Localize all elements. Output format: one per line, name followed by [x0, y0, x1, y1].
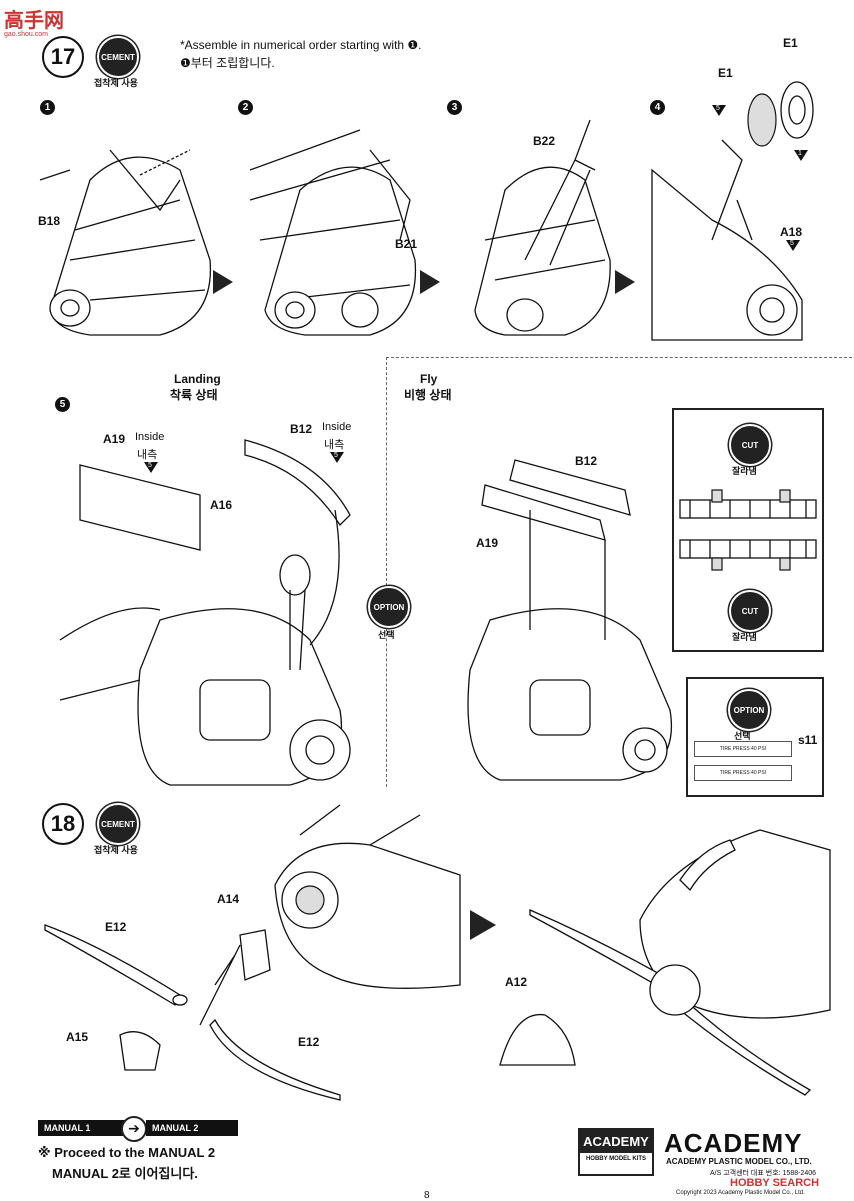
decal-strip-2-text: TIRE PRESS 40 PSI: [719, 770, 767, 776]
cut-badge-2: CUT: [729, 590, 771, 632]
num-tri-a18-text: 5: [790, 240, 794, 247]
brand-box-name: ACADEMY: [580, 1130, 652, 1153]
page-number: 8: [424, 1190, 430, 1201]
copyright: Copyright 2023 Academy Plastic Model Co.…: [676, 1190, 805, 1196]
propeller-assembly-drawing: [44, 804, 461, 1101]
brand-box-sub: HOBBY MODEL KITS: [585, 1156, 647, 1162]
nacelle-drawing-2: [249, 129, 417, 336]
step-arrow-2: [420, 270, 440, 294]
decal-option-panel: OPTION 선택 s11 TIRE PRESS 40 PSI TIRE PRE…: [686, 677, 824, 797]
inside-ko-b12: 내측: [324, 439, 345, 451]
part-a15: A15: [66, 1030, 89, 1044]
watermark-main: 高手网: [4, 10, 64, 32]
cement-badge-18: CEMENT: [97, 803, 139, 845]
section-divider: [386, 357, 852, 358]
step-17-number: 17: [42, 36, 84, 78]
service-line: A/S 고객센터 대표 번호: 1588-2406: [710, 1170, 817, 1177]
num-tri-e1-left: 5: [712, 105, 726, 116]
part-e12-top: E12: [105, 920, 127, 934]
instruction-en: *Assemble in numerical order starting wi…: [180, 38, 422, 52]
num-tri-b12: 5: [330, 452, 344, 463]
cut-panel: CUT 잘라냄 CUT 잘라냄: [672, 408, 824, 652]
part-a19-landing: A19: [103, 432, 126, 446]
part-a14: A14: [217, 892, 240, 906]
fly-label-en: Fly: [420, 372, 438, 386]
part-a18: A18: [780, 225, 803, 239]
nacelle-drawing-3: [474, 119, 611, 336]
part-e1-top: E1: [783, 36, 798, 50]
fly-label-ko: 비행 상태: [404, 388, 452, 402]
fly-assembly-drawing: [467, 459, 672, 781]
num-tri-e1-left-text: 5: [716, 105, 720, 112]
step-arrow-1: [213, 270, 233, 294]
nacelle-drawing-1: [39, 149, 212, 336]
cut-ko-1: 잘라냄: [732, 466, 757, 476]
cut-ko-2: 잘라냄: [732, 632, 757, 642]
step-arrow-18: [470, 910, 496, 940]
decal-strip-1-text: TIRE PRESS 40 PSI: [719, 746, 767, 752]
decal-strip-1: TIRE PRESS 40 PSI: [694, 741, 792, 757]
num-tri-a19-text: 5: [148, 462, 152, 469]
proceed-ko: MANUAL 2로 이어집니다.: [52, 1166, 198, 1181]
decal-strip-2: TIRE PRESS 40 PSI: [694, 765, 792, 781]
landing-label-ko: 착륙 상태: [170, 388, 218, 402]
num-tri-a19: 5: [144, 462, 158, 473]
landing-assembly-drawing: [59, 439, 351, 786]
manual-1-tag: MANUAL 1: [38, 1120, 130, 1136]
num-tri-b12-text: 5: [334, 452, 338, 459]
company-name: ACADEMY PLASTIC MODEL CO., LTD.: [666, 1157, 812, 1166]
part-b12-fly: B12: [575, 454, 598, 468]
part-b21: B21: [395, 237, 418, 251]
inside-en-b12: Inside: [322, 421, 352, 433]
manual-arrow-icon: ➔: [121, 1116, 147, 1142]
option-ko-decal: 선택: [734, 731, 751, 741]
step-arrow-3: [615, 270, 635, 294]
part-e12-bottom: E12: [298, 1035, 320, 1049]
part-a12: A12: [505, 975, 528, 989]
option-badge-decal: OPTION: [728, 689, 770, 731]
substep-4: 4: [650, 100, 665, 115]
step-18-number: 18: [42, 803, 84, 845]
option-ko-mid: 선택: [378, 630, 395, 640]
num-tri-e1-right: 1: [794, 150, 808, 161]
cement-ko-17: 접착제 사용: [94, 78, 138, 88]
inside-en-a19: Inside: [135, 431, 165, 443]
cut-parts-drawing: [679, 489, 817, 571]
brand-box: ACADEMY HOBBY MODEL KITS: [578, 1128, 654, 1176]
propeller-result-drawing: [499, 829, 831, 1096]
section-divider-vertical: [386, 357, 387, 787]
num-tri-e1-right-text: 1: [798, 150, 802, 157]
watermark: 高手网 gao.shou.com: [4, 4, 64, 38]
part-a16: A16: [210, 498, 233, 512]
part-e1: E1: [718, 66, 733, 80]
option-badge-mid: OPTION: [368, 586, 410, 628]
brand-logo: ACADEMY: [664, 1128, 803, 1158]
inside-ko-a19: 내측: [137, 449, 158, 461]
part-a19-fly: A19: [476, 536, 499, 550]
decal-s11: s11: [798, 733, 818, 747]
part-b18: B18: [38, 214, 61, 228]
cut-badge-1: CUT: [729, 424, 771, 466]
nacelle-drawing-4: [651, 81, 814, 341]
substep-5: 5: [55, 397, 70, 412]
proceed-en: ※ Proceed to the MANUAL 2: [38, 1145, 216, 1160]
source-logo: HOBBY SEARCH: [730, 1177, 820, 1189]
part-b22: B22: [533, 134, 556, 148]
substep-2: 2: [238, 100, 253, 115]
cement-ko-18: 접착제 사용: [94, 845, 138, 855]
substep-3: 3: [447, 100, 462, 115]
substep-1: 1: [40, 100, 55, 115]
part-b12-landing: B12: [290, 422, 313, 436]
cement-badge-17: CEMENT: [97, 36, 139, 78]
instruction-ko: ❶부터 조립합니다.: [180, 56, 275, 70]
manual-2-tag: MANUAL 2: [146, 1120, 238, 1136]
watermark-url: gao.shou.com: [4, 31, 48, 38]
landing-label-en: Landing: [174, 372, 221, 386]
num-tri-a18: 5: [786, 240, 800, 251]
